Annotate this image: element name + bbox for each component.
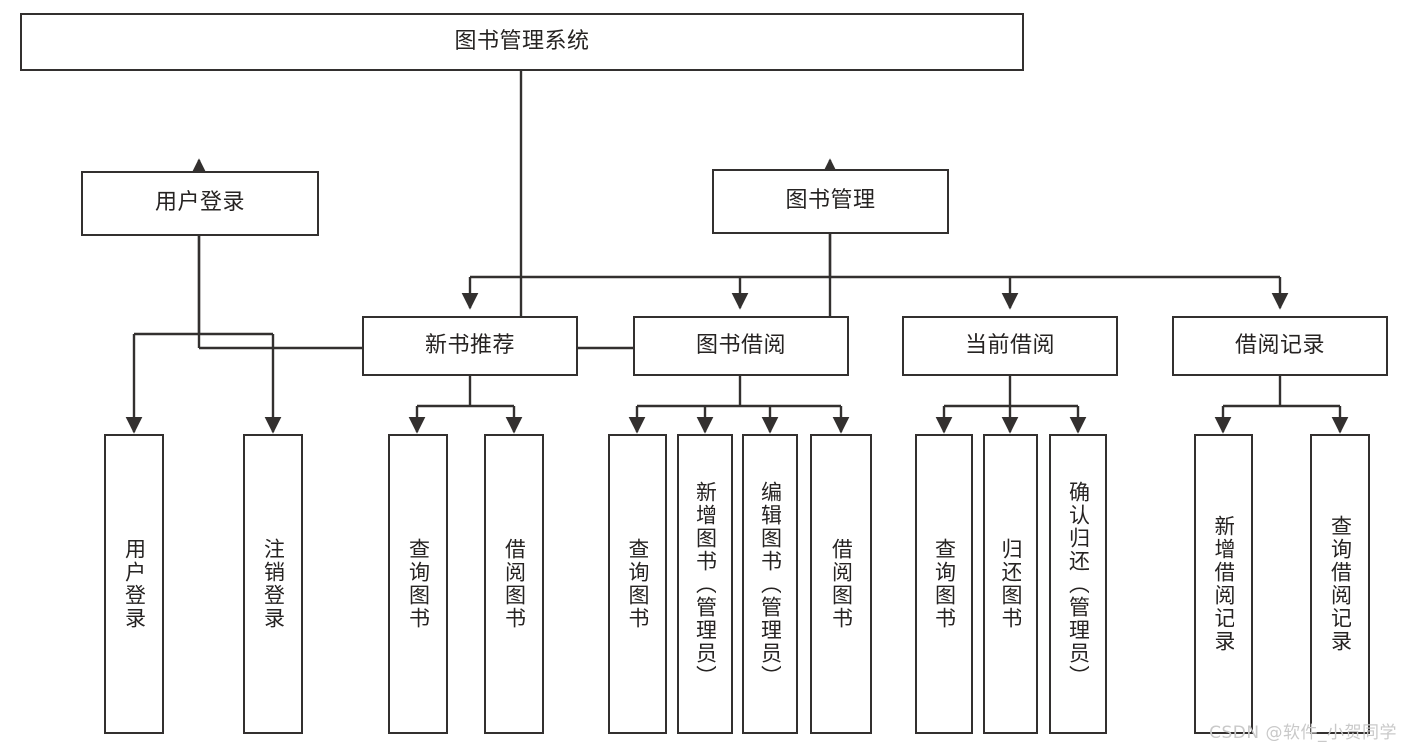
leaf-new-book-query[interactable]: 查询图书: [388, 434, 448, 734]
node-borrow-record-label: 借阅记录: [1234, 332, 1325, 358]
leaf-new-book-borrow[interactable]: 借阅图书: [484, 434, 544, 734]
leaf-book-borrow-edit[interactable]: 编辑图书（管理员）: [742, 434, 798, 734]
leaf-user-login-logout-label: 注销登录: [262, 538, 284, 630]
node-book-borrow-label: 图书借阅: [695, 332, 786, 358]
node-root-label: 图书管理系统: [454, 28, 590, 54]
leaf-user-login-logout[interactable]: 注销登录: [243, 434, 303, 734]
node-new-book-recommend[interactable]: 新书推荐: [362, 316, 578, 376]
leaf-current-borrow-return-label: 归还图书: [1000, 538, 1021, 630]
leaf-user-login-login-label: 用户登录: [123, 538, 145, 630]
node-new-book-recommend-label: 新书推荐: [424, 332, 515, 358]
leaf-borrow-record-add[interactable]: 新增借阅记录: [1194, 434, 1253, 734]
node-current-borrow[interactable]: 当前借阅: [902, 316, 1118, 376]
leaf-current-borrow-confirm-label: 确认归还（管理员）: [1067, 480, 1089, 688]
node-current-borrow-label: 当前借阅: [964, 332, 1055, 358]
node-borrow-record[interactable]: 借阅记录: [1172, 316, 1388, 376]
leaf-borrow-record-query-label: 查询借阅记录: [1329, 515, 1351, 653]
leaf-book-borrow-query[interactable]: 查询图书: [608, 434, 667, 734]
node-book-management-label: 图书管理: [785, 188, 876, 214]
leaf-book-borrow-add[interactable]: 新增图书（管理员）: [677, 434, 733, 734]
leaf-book-borrow-add-label: 新增图书（管理员）: [694, 480, 716, 688]
leaf-current-borrow-confirm[interactable]: 确认归还（管理员）: [1049, 434, 1107, 734]
leaf-new-book-query-label: 查询图书: [407, 538, 429, 630]
leaf-current-borrow-query[interactable]: 查询图书: [915, 434, 973, 734]
node-book-borrow[interactable]: 图书借阅: [633, 316, 849, 376]
leaf-borrow-record-query[interactable]: 查询借阅记录: [1310, 434, 1370, 734]
leaf-book-borrow-borrow-label: 借阅图书: [830, 538, 852, 630]
leaf-borrow-record-add-label: 新增借阅记录: [1213, 515, 1234, 653]
leaf-book-borrow-borrow[interactable]: 借阅图书: [810, 434, 872, 734]
leaf-book-borrow-query-label: 查询图书: [627, 538, 648, 630]
node-user-login-label: 用户登录: [154, 190, 245, 216]
node-root[interactable]: 图书管理系统: [20, 13, 1024, 71]
node-user-login[interactable]: 用户登录: [81, 171, 319, 236]
leaf-current-borrow-query-label: 查询图书: [933, 538, 955, 630]
node-book-management[interactable]: 图书管理: [712, 169, 949, 234]
leaf-book-borrow-edit-label: 编辑图书（管理员）: [759, 480, 781, 688]
leaf-user-login-login[interactable]: 用户登录: [104, 434, 164, 734]
leaf-new-book-borrow-label: 借阅图书: [503, 538, 525, 630]
leaf-current-borrow-return[interactable]: 归还图书: [983, 434, 1038, 734]
